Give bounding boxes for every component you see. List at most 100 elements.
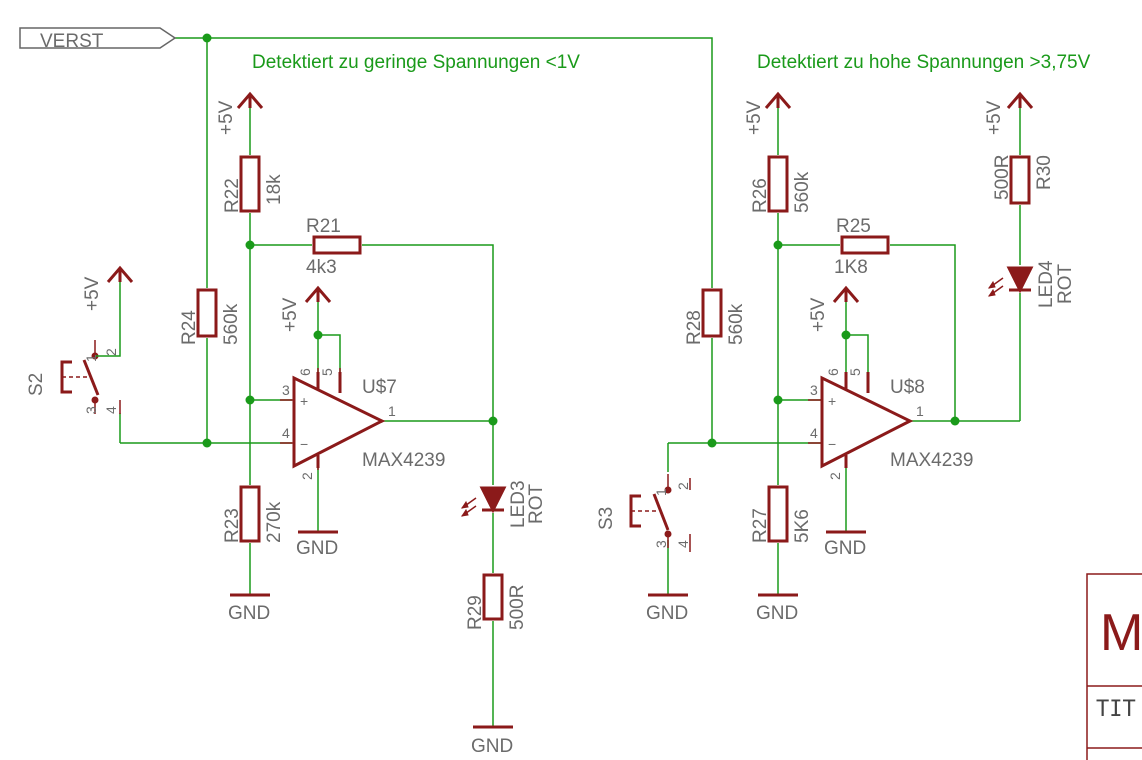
resistor-r26[interactable]: R26 560k <box>750 155 813 213</box>
pin-number: 2 <box>827 472 843 480</box>
resistor-value: 560k <box>221 303 242 345</box>
resistor-name: R30 <box>1034 155 1055 190</box>
supply-label: +5V <box>744 100 765 135</box>
switch-s3[interactable]: 1 2 3 4 S3 <box>596 474 691 552</box>
opamp-value: MAX4239 <box>362 450 445 471</box>
supply-arrow-icon: +5V <box>808 285 860 332</box>
minus-sign: − <box>828 436 836 452</box>
resistor-name: R22 <box>222 178 243 213</box>
resistor-r25[interactable]: R25 1K8 <box>834 216 890 278</box>
ground-icon: GND <box>471 725 513 757</box>
note-left: Detektiert zu geringe Spannungen <1V <box>252 52 580 73</box>
led-led4[interactable]: LED4 ROT <box>987 260 1076 308</box>
pin-number: 5 <box>847 368 863 376</box>
net-label-text: VERST <box>40 31 104 52</box>
resistor-value: 5K6 <box>792 509 813 543</box>
supply-label: +5V <box>216 100 237 135</box>
resistor-value: 560k <box>726 303 747 345</box>
opamp-value: MAX4239 <box>890 450 973 471</box>
resistor-r21[interactable]: R21 4k3 <box>306 216 362 278</box>
junction-dot <box>841 330 851 340</box>
pin-number: 6 <box>825 368 841 376</box>
ground-label: GND <box>228 603 270 624</box>
minus-sign: − <box>300 436 308 452</box>
resistor-value: 1K8 <box>834 257 868 278</box>
pin-number: 2 <box>103 348 119 356</box>
resistor-name: R26 <box>750 178 771 213</box>
pin-number: 1 <box>653 488 669 496</box>
junction-dot <box>245 240 255 250</box>
supply-symbols: +5V +5V +5V +5V +5V +5V <box>82 91 1034 332</box>
pin-number: 1 <box>83 354 99 362</box>
junction-dot <box>202 33 212 43</box>
resistor-r24[interactable]: R24 560k <box>179 288 242 345</box>
led-name: LED4 <box>1036 260 1057 308</box>
junction-dot <box>773 240 783 250</box>
junctions <box>202 33 960 448</box>
resistor-r29[interactable]: R29 500R <box>465 573 528 630</box>
pin-number: 5 <box>319 368 335 376</box>
resistor-name: R23 <box>222 508 243 543</box>
supply-label: +5V <box>280 297 301 332</box>
ground-icon: GND <box>296 530 338 559</box>
pin-number: 2 <box>675 482 691 490</box>
junction-dot <box>313 330 323 340</box>
resistor-r30[interactable]: 500R R30 <box>992 155 1055 205</box>
light-rays-icon <box>460 497 477 517</box>
switch-s2[interactable]: 1 2 3 4 S2 <box>26 340 121 414</box>
resistor-r23[interactable]: R23 270k <box>222 485 285 543</box>
supply-label: +5V <box>82 276 103 311</box>
resistor-name: R29 <box>465 595 486 630</box>
supply-label: +5V <box>808 297 829 332</box>
ground-icon: GND <box>646 593 688 624</box>
resistor-value: 500R <box>992 155 1013 200</box>
led-value: ROT <box>526 484 547 525</box>
ground-label: GND <box>824 538 866 559</box>
opamp-u8[interactable]: + − 3 4 1 6 5 2 U$8 MAX4239 <box>808 368 973 480</box>
supply-arrow-icon: +5V <box>744 91 792 135</box>
resistor-r22[interactable]: R22 18k <box>222 155 285 213</box>
junction-dot <box>202 438 212 448</box>
resistor-value: 560k <box>792 171 813 213</box>
supply-label: +5V <box>984 100 1005 135</box>
resistor-name: R25 <box>836 216 871 237</box>
junction-dot <box>488 416 498 426</box>
pin-number: 1 <box>916 403 924 419</box>
ground-icon: GND <box>756 593 798 624</box>
pin-number: 1 <box>388 403 396 419</box>
resistor-name: R21 <box>306 216 341 237</box>
switch-name: S2 <box>26 373 47 396</box>
junction-dot <box>707 438 717 448</box>
resistor-r27[interactable]: R27 5K6 <box>750 485 813 543</box>
plus-sign: + <box>300 393 308 409</box>
light-rays-icon <box>987 277 1004 297</box>
pin-number: 4 <box>103 406 119 414</box>
pin-number: 3 <box>83 406 99 414</box>
ground-icon: GND <box>824 530 866 559</box>
resistor-name: R28 <box>684 310 705 345</box>
resistor-value: 18k <box>264 174 285 205</box>
ground-label: GND <box>756 603 798 624</box>
pin-number: 4 <box>675 540 691 548</box>
ground-icon: GND <box>228 593 270 624</box>
supply-arrow-icon: +5V <box>82 265 134 311</box>
resistor-r28[interactable]: R28 560k <box>684 288 747 345</box>
pin-number: 3 <box>282 382 290 398</box>
supply-arrow-icon: +5V <box>280 285 332 332</box>
led-led3[interactable]: LED3 ROT <box>460 480 547 528</box>
switch-name: S3 <box>596 507 617 530</box>
title-block-big-letter: M <box>1100 604 1142 662</box>
resistor-value: 500R <box>507 585 528 630</box>
led-name: LED3 <box>508 480 529 528</box>
ground-label: GND <box>471 736 513 757</box>
resistor-value: 270k <box>264 501 285 543</box>
net-label-verst[interactable]: VERST <box>19 27 177 52</box>
plus-sign: + <box>828 393 836 409</box>
led-value: ROT <box>1055 264 1076 305</box>
opamp-name: U$7 <box>362 377 397 398</box>
supply-arrow-icon: +5V <box>216 91 264 135</box>
opamp-u7[interactable]: + − 3 4 1 6 5 2 U$7 MAX4239 <box>280 368 445 480</box>
title-block-field: TIT <box>1096 697 1136 722</box>
ground-label: GND <box>296 538 338 559</box>
